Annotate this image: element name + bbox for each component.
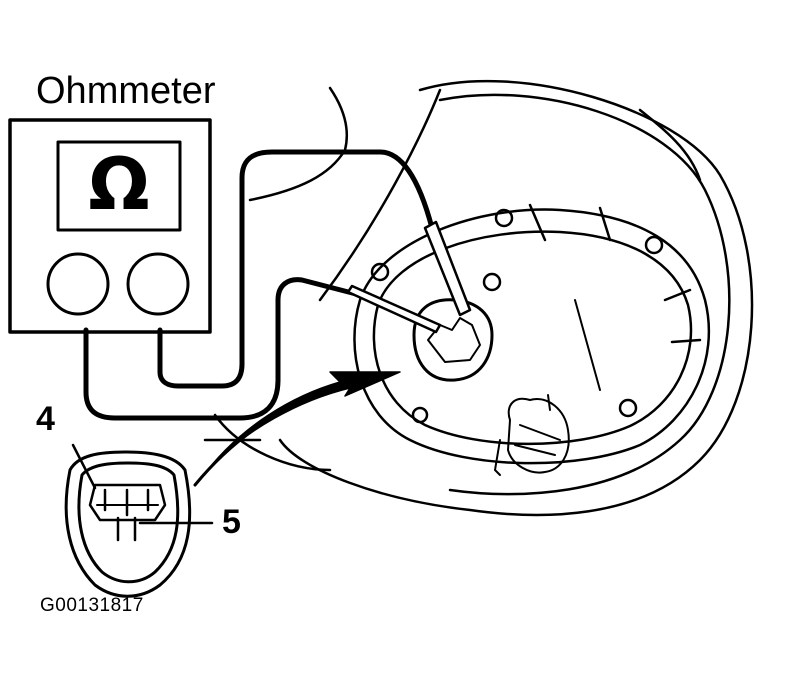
connector-closeup bbox=[64, 443, 214, 598]
pin-4-label: 4 bbox=[36, 400, 55, 438]
connector-terminal-block bbox=[88, 483, 167, 522]
tank-housing bbox=[203, 79, 754, 517]
ohmmeter bbox=[8, 118, 212, 334]
pump-body bbox=[494, 299, 601, 476]
flange-bolt-hole bbox=[482, 272, 502, 292]
arrow-icon bbox=[193, 371, 401, 487]
diagram-title: Ohmmeter bbox=[36, 70, 216, 112]
flange-bolt-hole bbox=[618, 398, 638, 418]
connector-outer bbox=[64, 450, 192, 598]
pump-connector bbox=[412, 298, 494, 382]
test-lead-black bbox=[83, 277, 363, 421]
test-leads bbox=[83, 149, 435, 421]
ohmmeter-display bbox=[56, 140, 182, 232]
probes bbox=[346, 220, 472, 334]
flange-bolt-hole bbox=[370, 262, 390, 282]
flange-bolt-hole bbox=[411, 406, 429, 424]
probe-right bbox=[423, 220, 472, 317]
connector-inner bbox=[77, 461, 180, 584]
flange-bolt-hole bbox=[494, 208, 514, 228]
ohm-symbol-icon: Ω bbox=[88, 142, 150, 226]
test-lead-red bbox=[157, 149, 435, 389]
ohmmeter-terminal-negative bbox=[46, 252, 110, 316]
flange-bolt-hole bbox=[644, 235, 664, 255]
ohmmeter-case bbox=[8, 118, 212, 334]
figure-id: G00131817 bbox=[40, 595, 144, 616]
pump-flange bbox=[353, 203, 710, 465]
pin-4-leader-line bbox=[71, 443, 97, 490]
ohmmeter-terminal-positive bbox=[126, 252, 190, 316]
probe-left bbox=[346, 284, 442, 334]
pin-5-label: 5 bbox=[222, 503, 241, 541]
